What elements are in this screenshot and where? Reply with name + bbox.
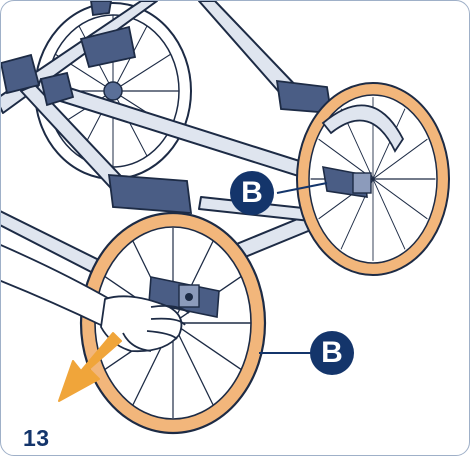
callout-b-front: B [310, 331, 354, 375]
hand [1, 244, 190, 353]
pull-arrow [58, 332, 122, 402]
rear-right-wheel [296, 82, 450, 276]
frame-brackets [1, 1, 333, 214]
callout-leaders [259, 182, 328, 354]
callout-b-rear: B [230, 171, 274, 215]
step-number: 13 [23, 425, 50, 451]
